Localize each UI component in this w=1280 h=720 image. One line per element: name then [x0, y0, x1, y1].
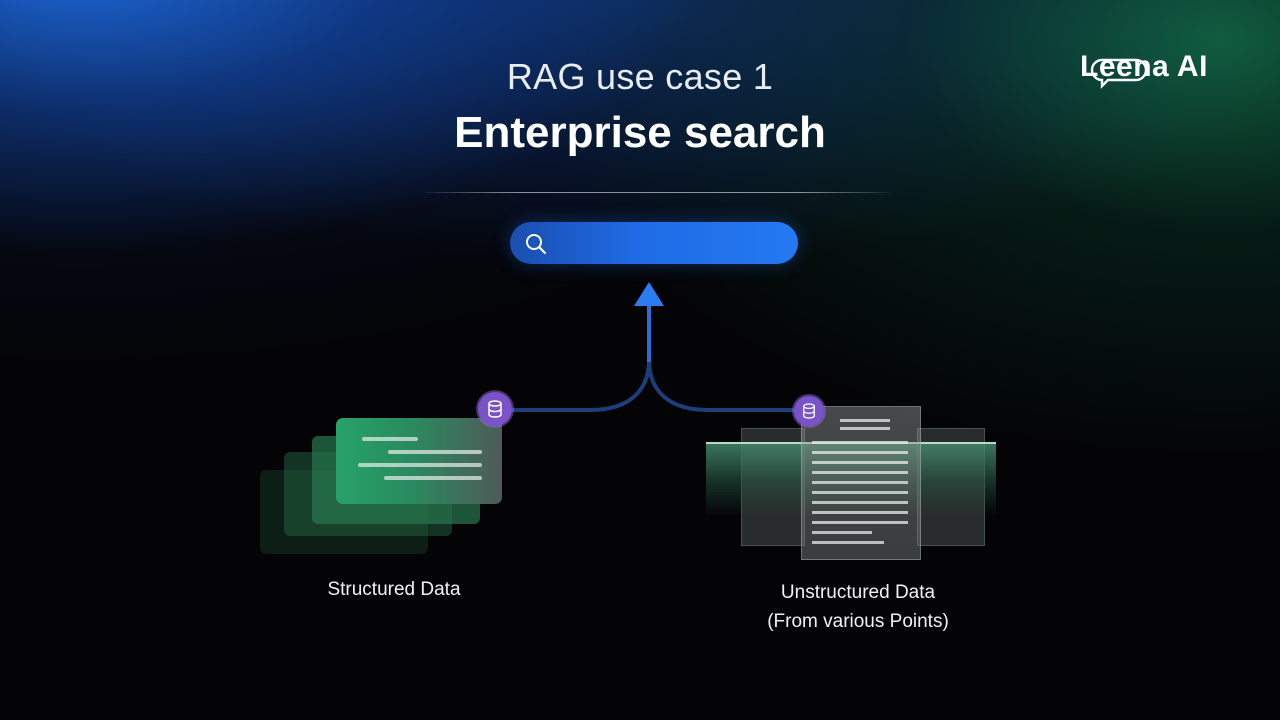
search-icon — [526, 234, 547, 255]
slide-title: Enterprise search — [454, 108, 826, 157]
doc-text-line — [812, 481, 908, 484]
card-text-line — [388, 450, 482, 454]
doc-text-line — [840, 419, 890, 422]
doc-text-line — [812, 521, 908, 524]
doc-text-line — [812, 491, 908, 494]
doc-text-line — [840, 427, 890, 430]
doc-text-line — [812, 541, 884, 544]
database-icon — [488, 400, 502, 418]
doc-text-line — [812, 451, 908, 454]
connector-left — [512, 359, 651, 412]
structured-data-label: Structured Data — [327, 579, 461, 600]
database-icon — [803, 403, 815, 419]
connector-right — [647, 359, 795, 412]
search-bar[interactable] — [510, 222, 798, 264]
doc-text-line — [812, 461, 908, 464]
card-text-line — [384, 476, 482, 480]
unstructured-document — [801, 406, 921, 560]
logo-text: Leena AI — [1080, 50, 1208, 83]
title-divider — [425, 192, 890, 193]
unstructured-database-badge — [794, 396, 824, 426]
logo-speech-bubble-icon — [1090, 58, 1148, 89]
structured-data-card — [336, 418, 502, 504]
doc-text-line — [812, 511, 908, 514]
doc-text-line — [812, 471, 908, 474]
structured-database-badge — [478, 392, 512, 426]
doc-text-line — [812, 501, 908, 504]
slide-subtitle: RAG use case 1 — [506, 56, 774, 97]
unstructured-data-label: Unstructured Data (From various Points) — [728, 578, 988, 636]
doc-text-line — [812, 441, 908, 444]
card-text-line — [358, 463, 482, 467]
arrow-up-icon — [634, 282, 664, 306]
brand-logo: Leena AI — [1080, 50, 1220, 90]
doc-text-line — [812, 531, 872, 534]
unstructured-label-line1: Unstructured Data — [780, 582, 936, 603]
card-text-line — [362, 437, 418, 441]
unstructured-label-line2: (From various Points) — [767, 611, 949, 632]
